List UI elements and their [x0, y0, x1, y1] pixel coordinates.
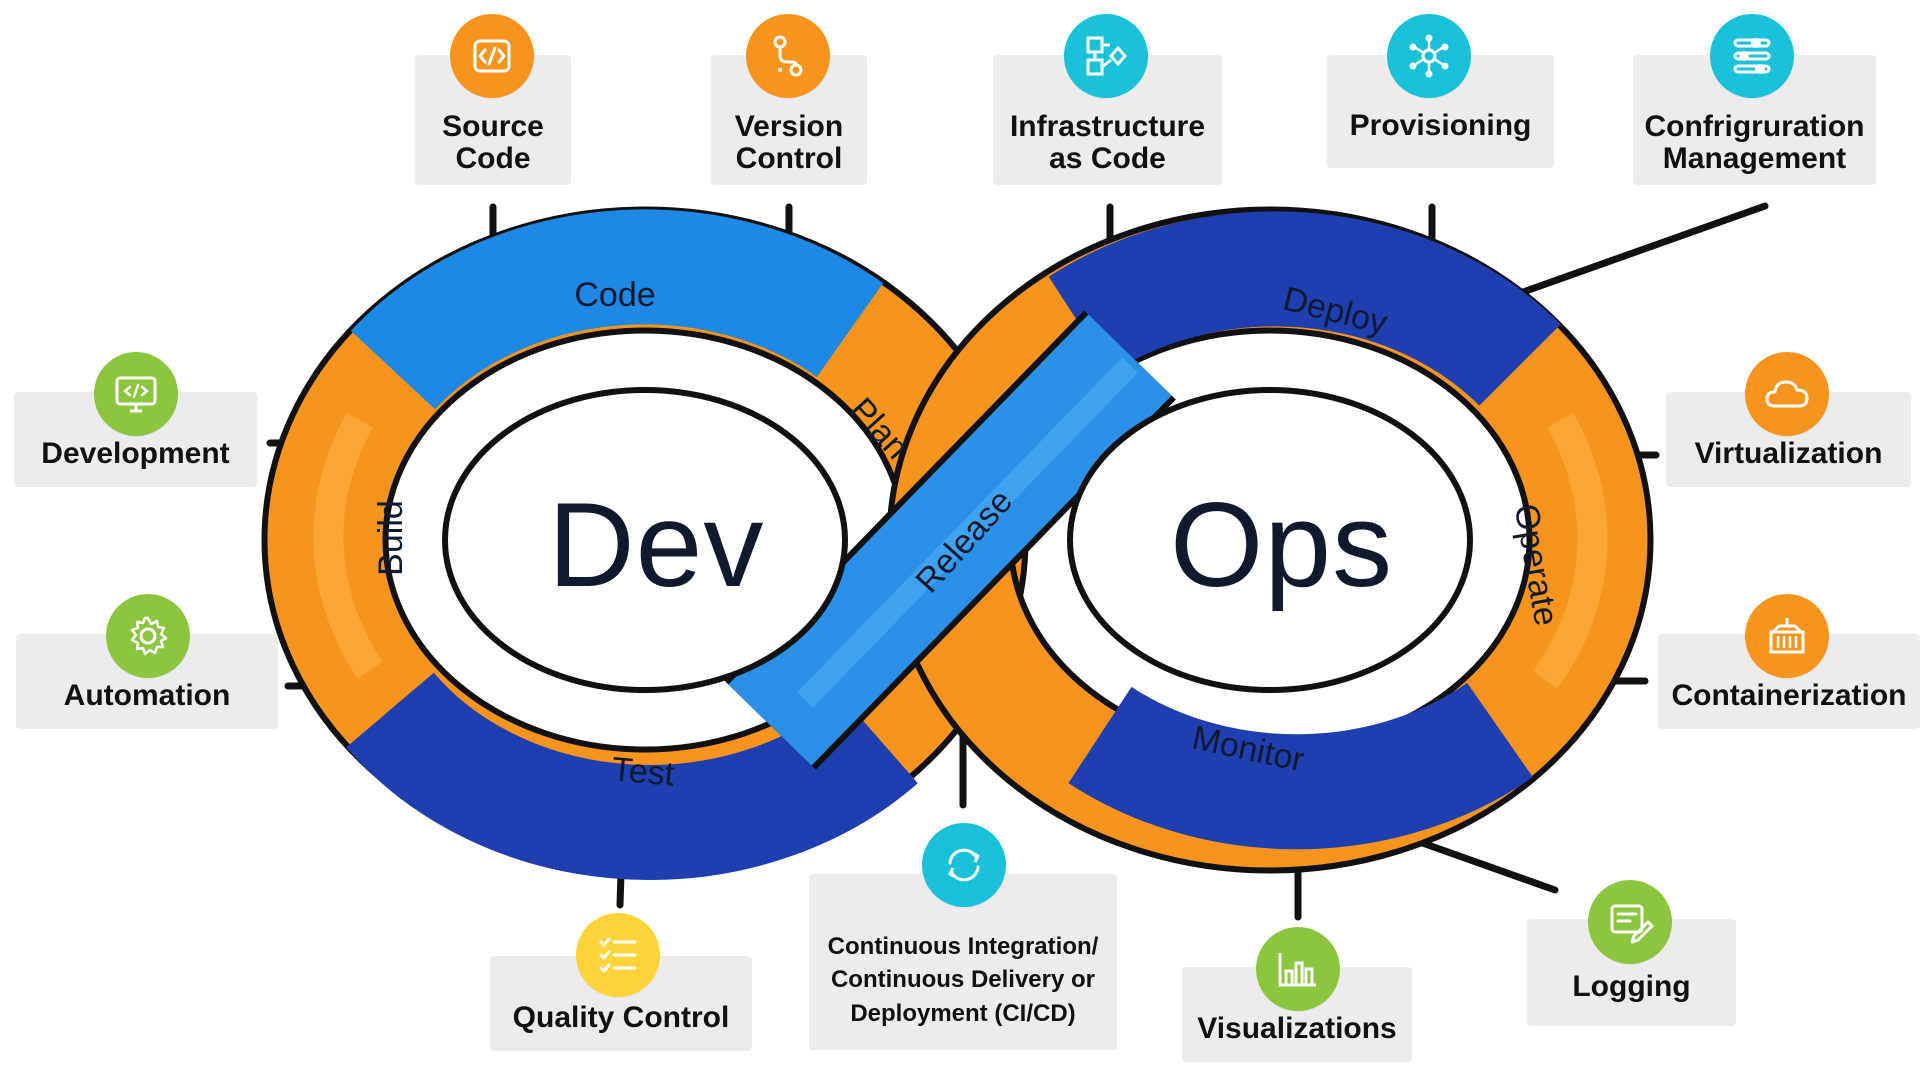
monitor-code-icon	[94, 352, 178, 436]
label-code: Code	[574, 276, 655, 314]
card-version-control-label: Version Control	[734, 109, 844, 175]
label-build: Build	[372, 500, 410, 576]
card-quality-control-label: Quality Control	[512, 1001, 730, 1035]
sliders-icon	[1710, 14, 1794, 98]
cloud-icon	[1745, 352, 1829, 436]
card-containerization-label: Containerization	[1671, 679, 1907, 713]
card-infrastructure-label: Infrastructure as Code	[1009, 109, 1206, 175]
card-provisioning: Provisioning	[1327, 55, 1554, 168]
log-edit-icon	[1588, 880, 1672, 964]
refresh-icon	[922, 823, 1006, 907]
dev-title: Dev	[548, 478, 765, 612]
code-brackets-icon	[450, 14, 534, 98]
card-visualizations-label: Visualizations	[1197, 1012, 1397, 1046]
card-source-code-label: Source Code	[442, 109, 544, 175]
segment-release-band	[724, 310, 1176, 770]
gear-icon	[106, 594, 190, 678]
card-configuration-label: Confrigruration Management	[1644, 109, 1865, 175]
branch-icon	[746, 14, 830, 98]
segment-monitor	[1068, 682, 1533, 850]
container-icon	[1745, 594, 1829, 678]
label-test: Test	[610, 750, 676, 793]
segment-deploy	[1048, 211, 1561, 407]
card-ci-cd-label: Continuous Integration/ Continuous Deliv…	[827, 933, 1099, 1027]
ops-title: Ops	[1170, 478, 1394, 612]
card-virtualization: Virtualization	[1666, 392, 1911, 487]
card-ci-cd: Continuous Integration/ Continuous Deliv…	[809, 874, 1117, 1050]
network-hub-icon	[1387, 14, 1471, 98]
connector-configuration	[1491, 202, 1769, 306]
flowchart-icon	[1064, 14, 1148, 98]
segment-test	[346, 672, 918, 880]
card-version-control: Version Control	[711, 55, 867, 185]
card-provisioning-label: Provisioning	[1349, 109, 1532, 143]
segment-code	[350, 209, 884, 410]
card-logging-label: Logging	[1572, 970, 1691, 1004]
bar-chart-icon	[1256, 927, 1340, 1011]
checklist-icon	[576, 913, 660, 997]
card-visualizations: Visualizations	[1182, 967, 1412, 1062]
card-automation-label: Automation	[63, 679, 231, 713]
card-virtualization-label: Virtualization	[1694, 437, 1883, 471]
card-development-label: Development	[41, 437, 230, 471]
